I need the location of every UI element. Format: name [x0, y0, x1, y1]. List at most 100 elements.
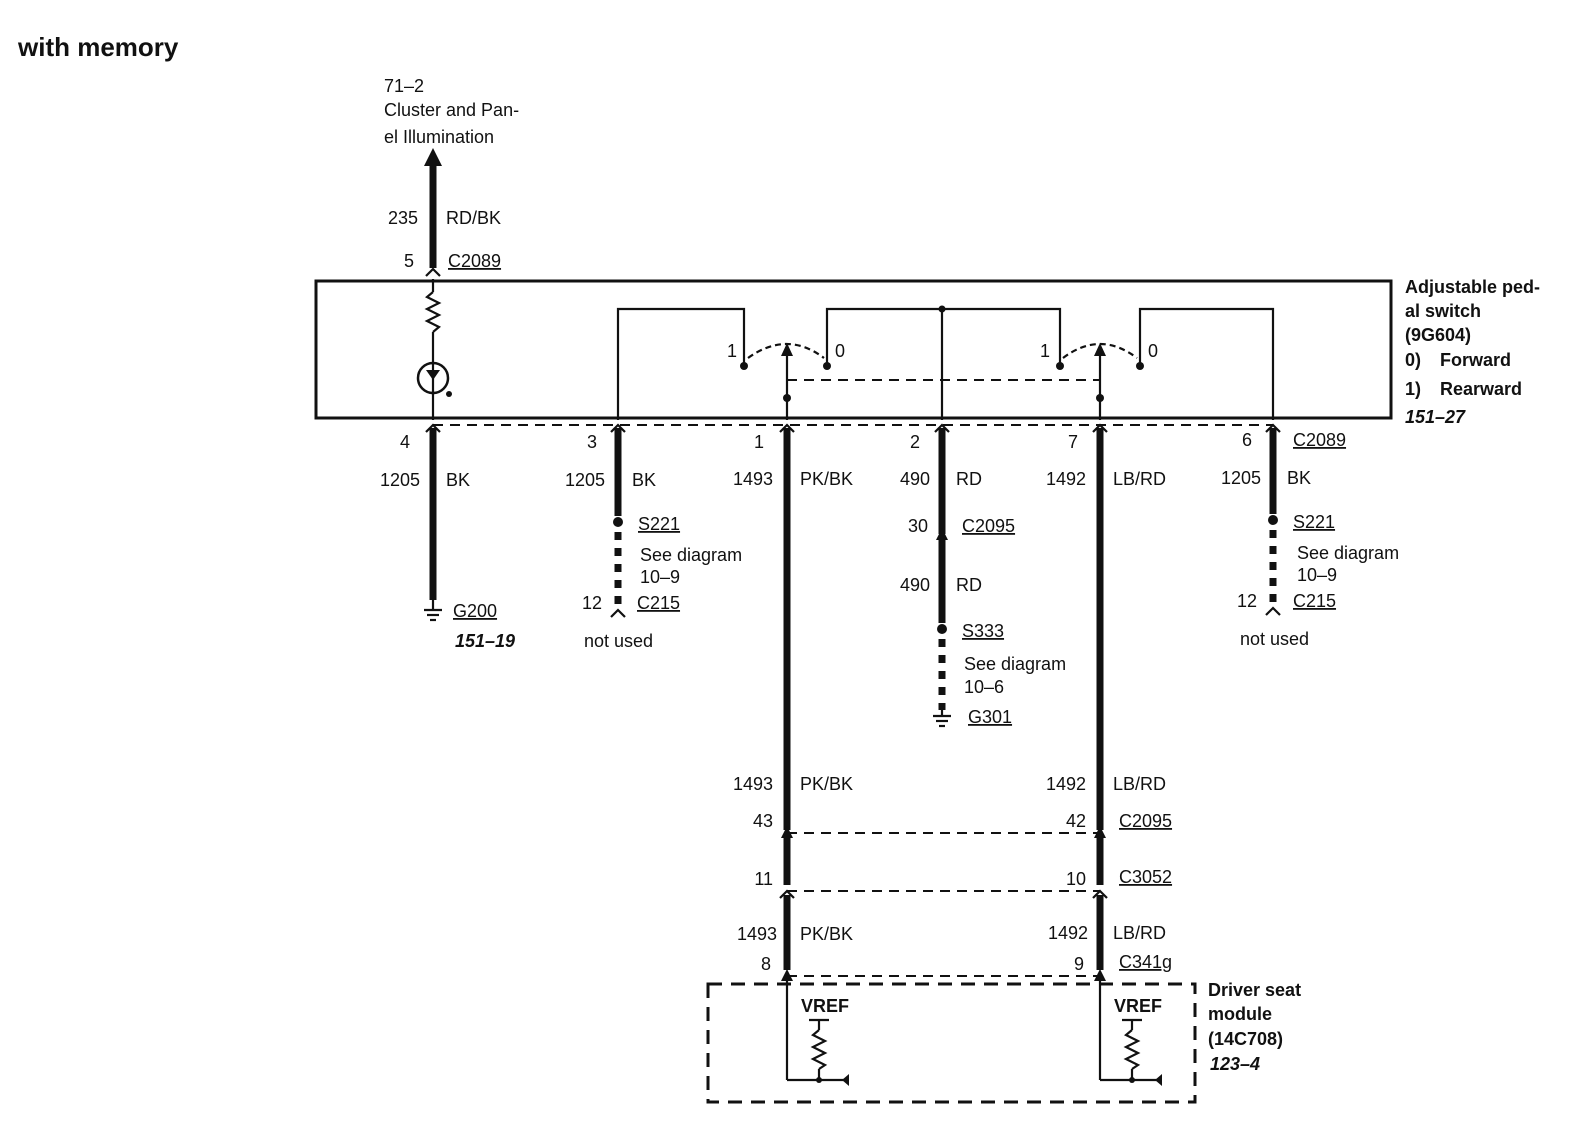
top-ref-line1: Cluster and Pan- — [384, 100, 519, 120]
c3052-left-pin: 11 — [754, 869, 773, 889]
s221-right: S221 — [1293, 512, 1335, 532]
s333-ref: 10–6 — [964, 677, 1004, 697]
pos1-label: Rearward — [1440, 379, 1522, 399]
s221-left-ref: 10–9 — [640, 567, 680, 587]
module-page: 123–4 — [1210, 1054, 1260, 1074]
lower-left-circuit: 1493 — [733, 774, 773, 794]
pin1-label: 1 — [754, 432, 764, 452]
top-connector: C2089 — [448, 251, 501, 271]
top-circuit-color: RD/BK — [446, 208, 501, 228]
g301-label: G301 — [968, 707, 1012, 727]
c3052-right-pin: 10 — [1066, 869, 1086, 889]
c2095-label-mid: C2095 — [962, 516, 1015, 536]
ground-icon — [424, 600, 442, 622]
pin1-circuit: 1493 — [733, 469, 773, 489]
resistor-icon — [424, 291, 442, 333]
lower-left-color: PK/BK — [800, 774, 853, 794]
c215-left-pin: 12 — [582, 593, 602, 613]
s221-right-ref: 10–9 — [1297, 565, 1337, 585]
resistor-right-icon — [1123, 1029, 1141, 1070]
module-part: (14C708) — [1208, 1029, 1283, 1049]
lower-right-color-b: LB/RD — [1113, 923, 1166, 943]
pos0-label: Forward — [1440, 350, 1511, 370]
splice-icon — [613, 517, 623, 527]
pin2-color: RD — [956, 469, 982, 489]
switch2-label-1: 1 — [1040, 341, 1050, 361]
s221-left: S221 — [638, 514, 680, 534]
component-page: 151–27 — [1405, 407, 1466, 427]
pin6-label: 6 — [1242, 430, 1252, 450]
lower-right-circuit: 1492 — [1046, 774, 1086, 794]
pin3-color: BK — [632, 470, 656, 490]
lower-right-circuit-b: 1492 — [1048, 923, 1088, 943]
pin7-circuit: 1492 — [1046, 469, 1086, 489]
module-name-1: Driver seat — [1208, 980, 1301, 1000]
connector-male-icon — [936, 528, 948, 540]
pin3-label: 3 — [587, 432, 597, 452]
connector-female-icon — [425, 267, 441, 277]
pin2-circuit: 490 — [900, 469, 930, 489]
switch1-arrow-icon — [781, 343, 793, 356]
switch1-label-0: 0 — [835, 341, 845, 361]
lower-left-circuit-b: 1493 — [737, 924, 777, 944]
top-circuit-num: 235 — [388, 208, 418, 228]
pin6-color: BK — [1287, 468, 1311, 488]
g200-label: G200 — [453, 601, 497, 621]
resistor-left-icon — [810, 1029, 828, 1070]
c2095-left-pin: 43 — [753, 811, 773, 831]
driver-seat-module-box — [706, 982, 1197, 1104]
switch1-label-1: 1 — [727, 341, 737, 361]
c215-right: C215 — [1293, 591, 1336, 611]
splice-right-icon — [1268, 515, 1278, 525]
s221-right-see: See diagram — [1297, 543, 1399, 563]
top-ref-line2: el Illumination — [384, 127, 494, 147]
page-title: with memory — [17, 32, 179, 62]
c215-left: C215 — [637, 593, 680, 613]
circuit-490-b: 490 — [900, 575, 930, 595]
c215-right-pin: 12 — [1237, 591, 1257, 611]
pin4-color: BK — [446, 470, 470, 490]
top-pin: 5 — [404, 251, 414, 271]
s221-left-see: See diagram — [640, 545, 742, 565]
switch2-pos0-wire — [1138, 307, 1275, 420]
switch2-arrow-icon — [1094, 343, 1106, 356]
vref-left: VREF — [801, 996, 849, 1016]
switch1-arc — [747, 342, 825, 359]
s333-see: See diagram — [964, 654, 1066, 674]
component-part: (9G604) — [1405, 325, 1471, 345]
pos0-num: 0) — [1405, 350, 1421, 370]
not-used-left: not used — [584, 631, 653, 651]
splice-s333-icon — [937, 624, 947, 634]
pin6-circuit: 1205 — [1221, 468, 1261, 488]
pos1-num: 1) — [1405, 379, 1421, 399]
component-name-2: al switch — [1405, 301, 1481, 321]
c341g-right-pin: 9 — [1074, 954, 1084, 974]
arrow-up-icon — [424, 148, 442, 166]
component-name-1: Adjustable ped- — [1405, 277, 1540, 297]
s333-label: S333 — [962, 621, 1004, 641]
not-used-right: not used — [1240, 629, 1309, 649]
g200-page: 151–19 — [455, 631, 515, 651]
c341g-left-pin: 8 — [761, 954, 771, 974]
pin3-circuit: 1205 — [565, 470, 605, 490]
c2095-pin30: 30 — [908, 516, 928, 536]
switch2-label-0: 0 — [1148, 341, 1158, 361]
c3052-label: C3052 — [1119, 867, 1172, 887]
pin4-label: 4 — [400, 432, 410, 452]
lower-right-color: LB/RD — [1113, 774, 1166, 794]
switch1-pos1-wire — [616, 307, 746, 420]
vref-right: VREF — [1114, 996, 1162, 1016]
c2095-lower: C2095 — [1119, 811, 1172, 831]
pin2-label: 2 — [910, 432, 920, 452]
top-ref-page: 71–2 — [384, 76, 424, 96]
c2095-right-pin: 42 — [1066, 811, 1086, 831]
pin7-label: 7 — [1068, 432, 1078, 452]
module-name-2: module — [1208, 1004, 1272, 1024]
c341g-label: C341g — [1119, 952, 1172, 972]
lower-left-color-b: PK/BK — [800, 924, 853, 944]
pedal-switch-box — [314, 279, 1393, 420]
switch-top-bus — [825, 307, 1062, 348]
pin4-circuit: 1205 — [380, 470, 420, 490]
pin7-color: LB/RD — [1113, 469, 1166, 489]
